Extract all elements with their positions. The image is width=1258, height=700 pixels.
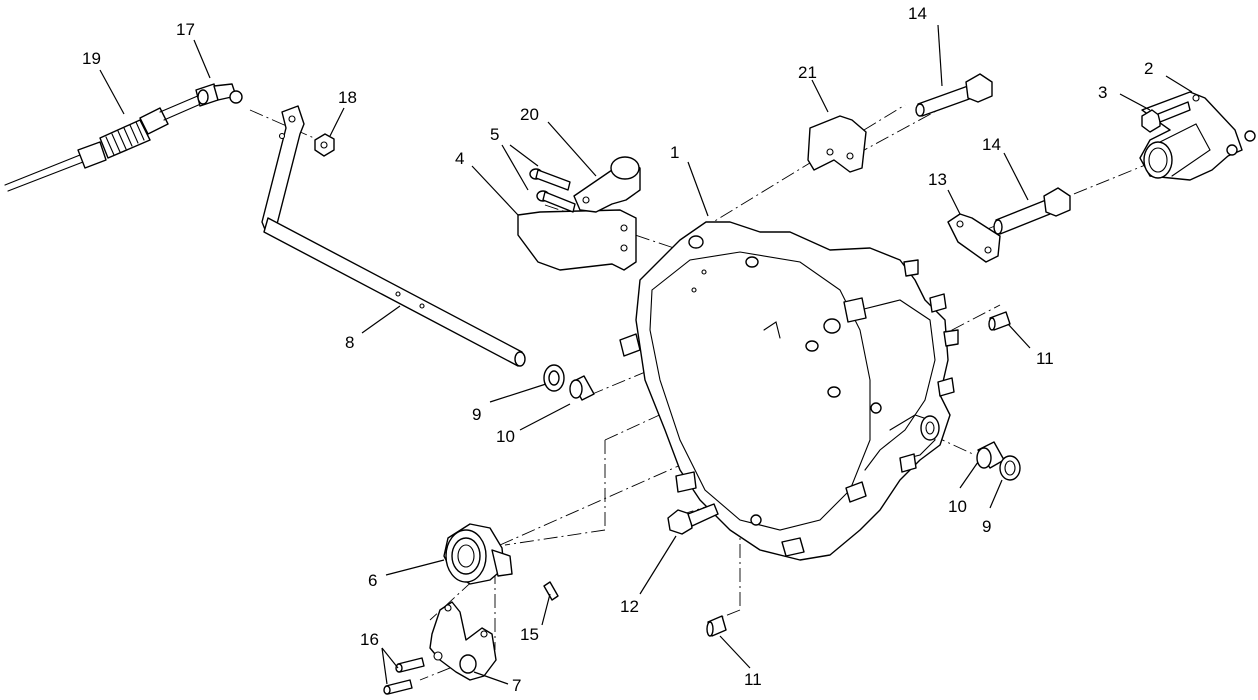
callout-11-bottom: 11: [744, 670, 762, 689]
housing-bolt: [667, 503, 719, 535]
callout-12: 12: [620, 597, 639, 616]
callout-4: 4: [455, 149, 464, 168]
callout-11-right: 11: [1036, 349, 1054, 368]
tab-plate: [947, 213, 1001, 263]
callout-21: 21: [798, 63, 817, 82]
cylinder-bracket: [1139, 91, 1256, 181]
callout-6: 6: [368, 571, 377, 590]
mounting-bracket: [517, 209, 637, 271]
bushing-seal-right: [976, 441, 1021, 481]
callout-8: 8: [345, 333, 354, 352]
callout-14-upper: 14: [908, 4, 927, 23]
callout-2: 2: [1144, 59, 1153, 78]
release-fork: [429, 601, 497, 681]
cable-clamp: [573, 156, 641, 213]
callout-18: 18: [338, 88, 357, 107]
bushing-seal-left: [543, 364, 595, 401]
callout-7: 7: [512, 676, 521, 695]
bolt-lower: [993, 187, 1071, 235]
cable-assembly: [4, 94, 204, 192]
callout-20: 20: [520, 105, 539, 124]
callout-14-lower: 14: [982, 135, 1001, 154]
callout-10-right: 10: [948, 497, 967, 516]
shift-shaft: [261, 105, 526, 367]
rod-end: [195, 83, 243, 107]
callout-5: 5: [490, 125, 499, 144]
callout-15: 15: [520, 625, 539, 644]
callout-labels: 1 2 3 4 5 6 7 8 9 9 10 10 11 11 12 13 14…: [82, 4, 1153, 695]
callout-9-left: 9: [472, 405, 481, 424]
release-bearing: [443, 523, 513, 585]
dowel-pin-right: [988, 311, 1011, 331]
cap-screw: [1141, 101, 1191, 133]
bolt-upper: [915, 73, 993, 117]
roll-pin: [543, 581, 559, 601]
callout-16: 16: [360, 630, 379, 649]
callout-10-left: 10: [496, 427, 515, 446]
clutch-housing: [619, 221, 959, 561]
callout-17: 17: [176, 20, 195, 39]
screws: [529, 168, 576, 213]
callout-3: 3: [1098, 83, 1107, 102]
nut: [314, 133, 335, 157]
callout-9-right: 9: [982, 517, 991, 536]
small-bracket: [807, 115, 867, 173]
leader-lines: [99, 24, 1193, 685]
callout-1: 1: [670, 143, 679, 162]
spring-pins: [383, 657, 425, 695]
dowel-pin-bottom: [706, 615, 727, 637]
callout-19: 19: [82, 49, 101, 68]
callout-13: 13: [928, 170, 947, 189]
